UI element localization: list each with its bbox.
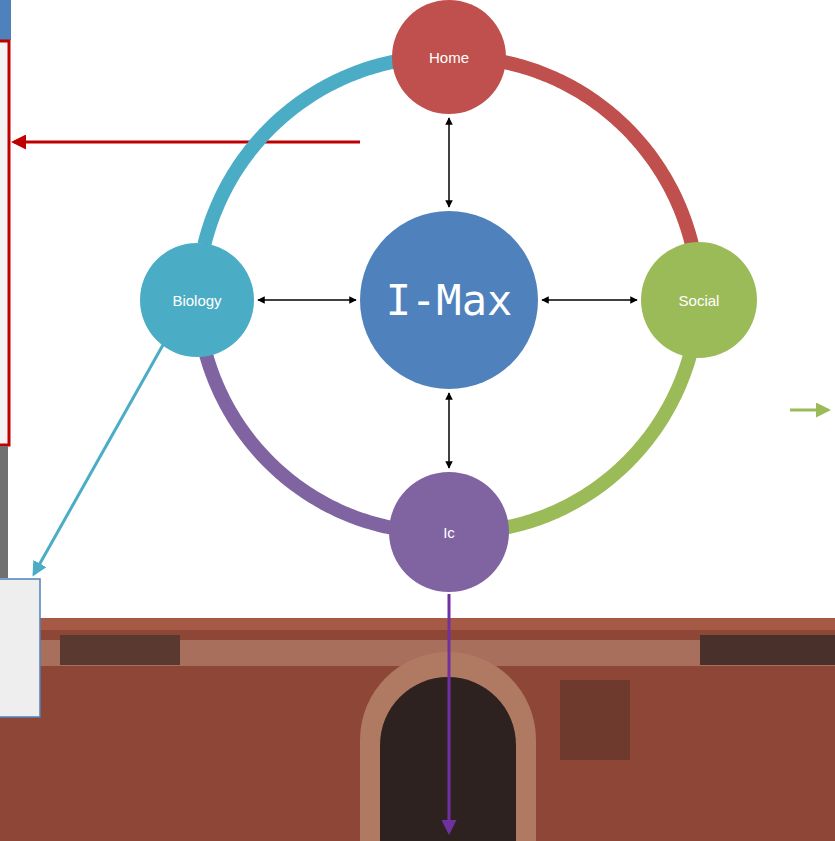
double-arrow — [542, 299, 637, 301]
leader-arrow — [790, 409, 828, 412]
ring-arc — [507, 354, 690, 527]
circle-fill — [392, 0, 506, 114]
circle-fill — [641, 242, 757, 358]
ring-arc — [503, 62, 692, 245]
cropped-callout-box — [0, 579, 40, 717]
cropped-panel — [0, 446, 8, 578]
circle-fill — [140, 243, 254, 357]
node-label: I-Max — [386, 276, 512, 325]
cropped-callout-box — [0, 41, 9, 445]
node-label: Biology — [172, 292, 221, 309]
node-label: Ic — [443, 524, 455, 541]
leader-arrow — [14, 141, 360, 144]
node-label: Home — [429, 49, 469, 66]
double-arrow — [258, 299, 356, 301]
biology-circle: Biology — [140, 243, 254, 357]
center-circle: I-Max — [360, 211, 538, 389]
node-label: Social — [679, 292, 720, 309]
building-photo — [0, 618, 835, 841]
ic-circle: Ic — [389, 472, 509, 592]
double-arrow — [448, 118, 450, 207]
ring-arc — [206, 355, 391, 528]
home-circle: Home — [392, 0, 506, 114]
ring-arc — [204, 61, 395, 244]
leader-arrow — [448, 594, 451, 832]
cropped-panel — [0, 0, 11, 40]
double-arrow — [448, 393, 450, 468]
circle-fill — [360, 211, 538, 389]
leader-arrow — [34, 336, 168, 574]
circle-fill — [389, 472, 509, 592]
social-circle: Social — [641, 242, 757, 358]
